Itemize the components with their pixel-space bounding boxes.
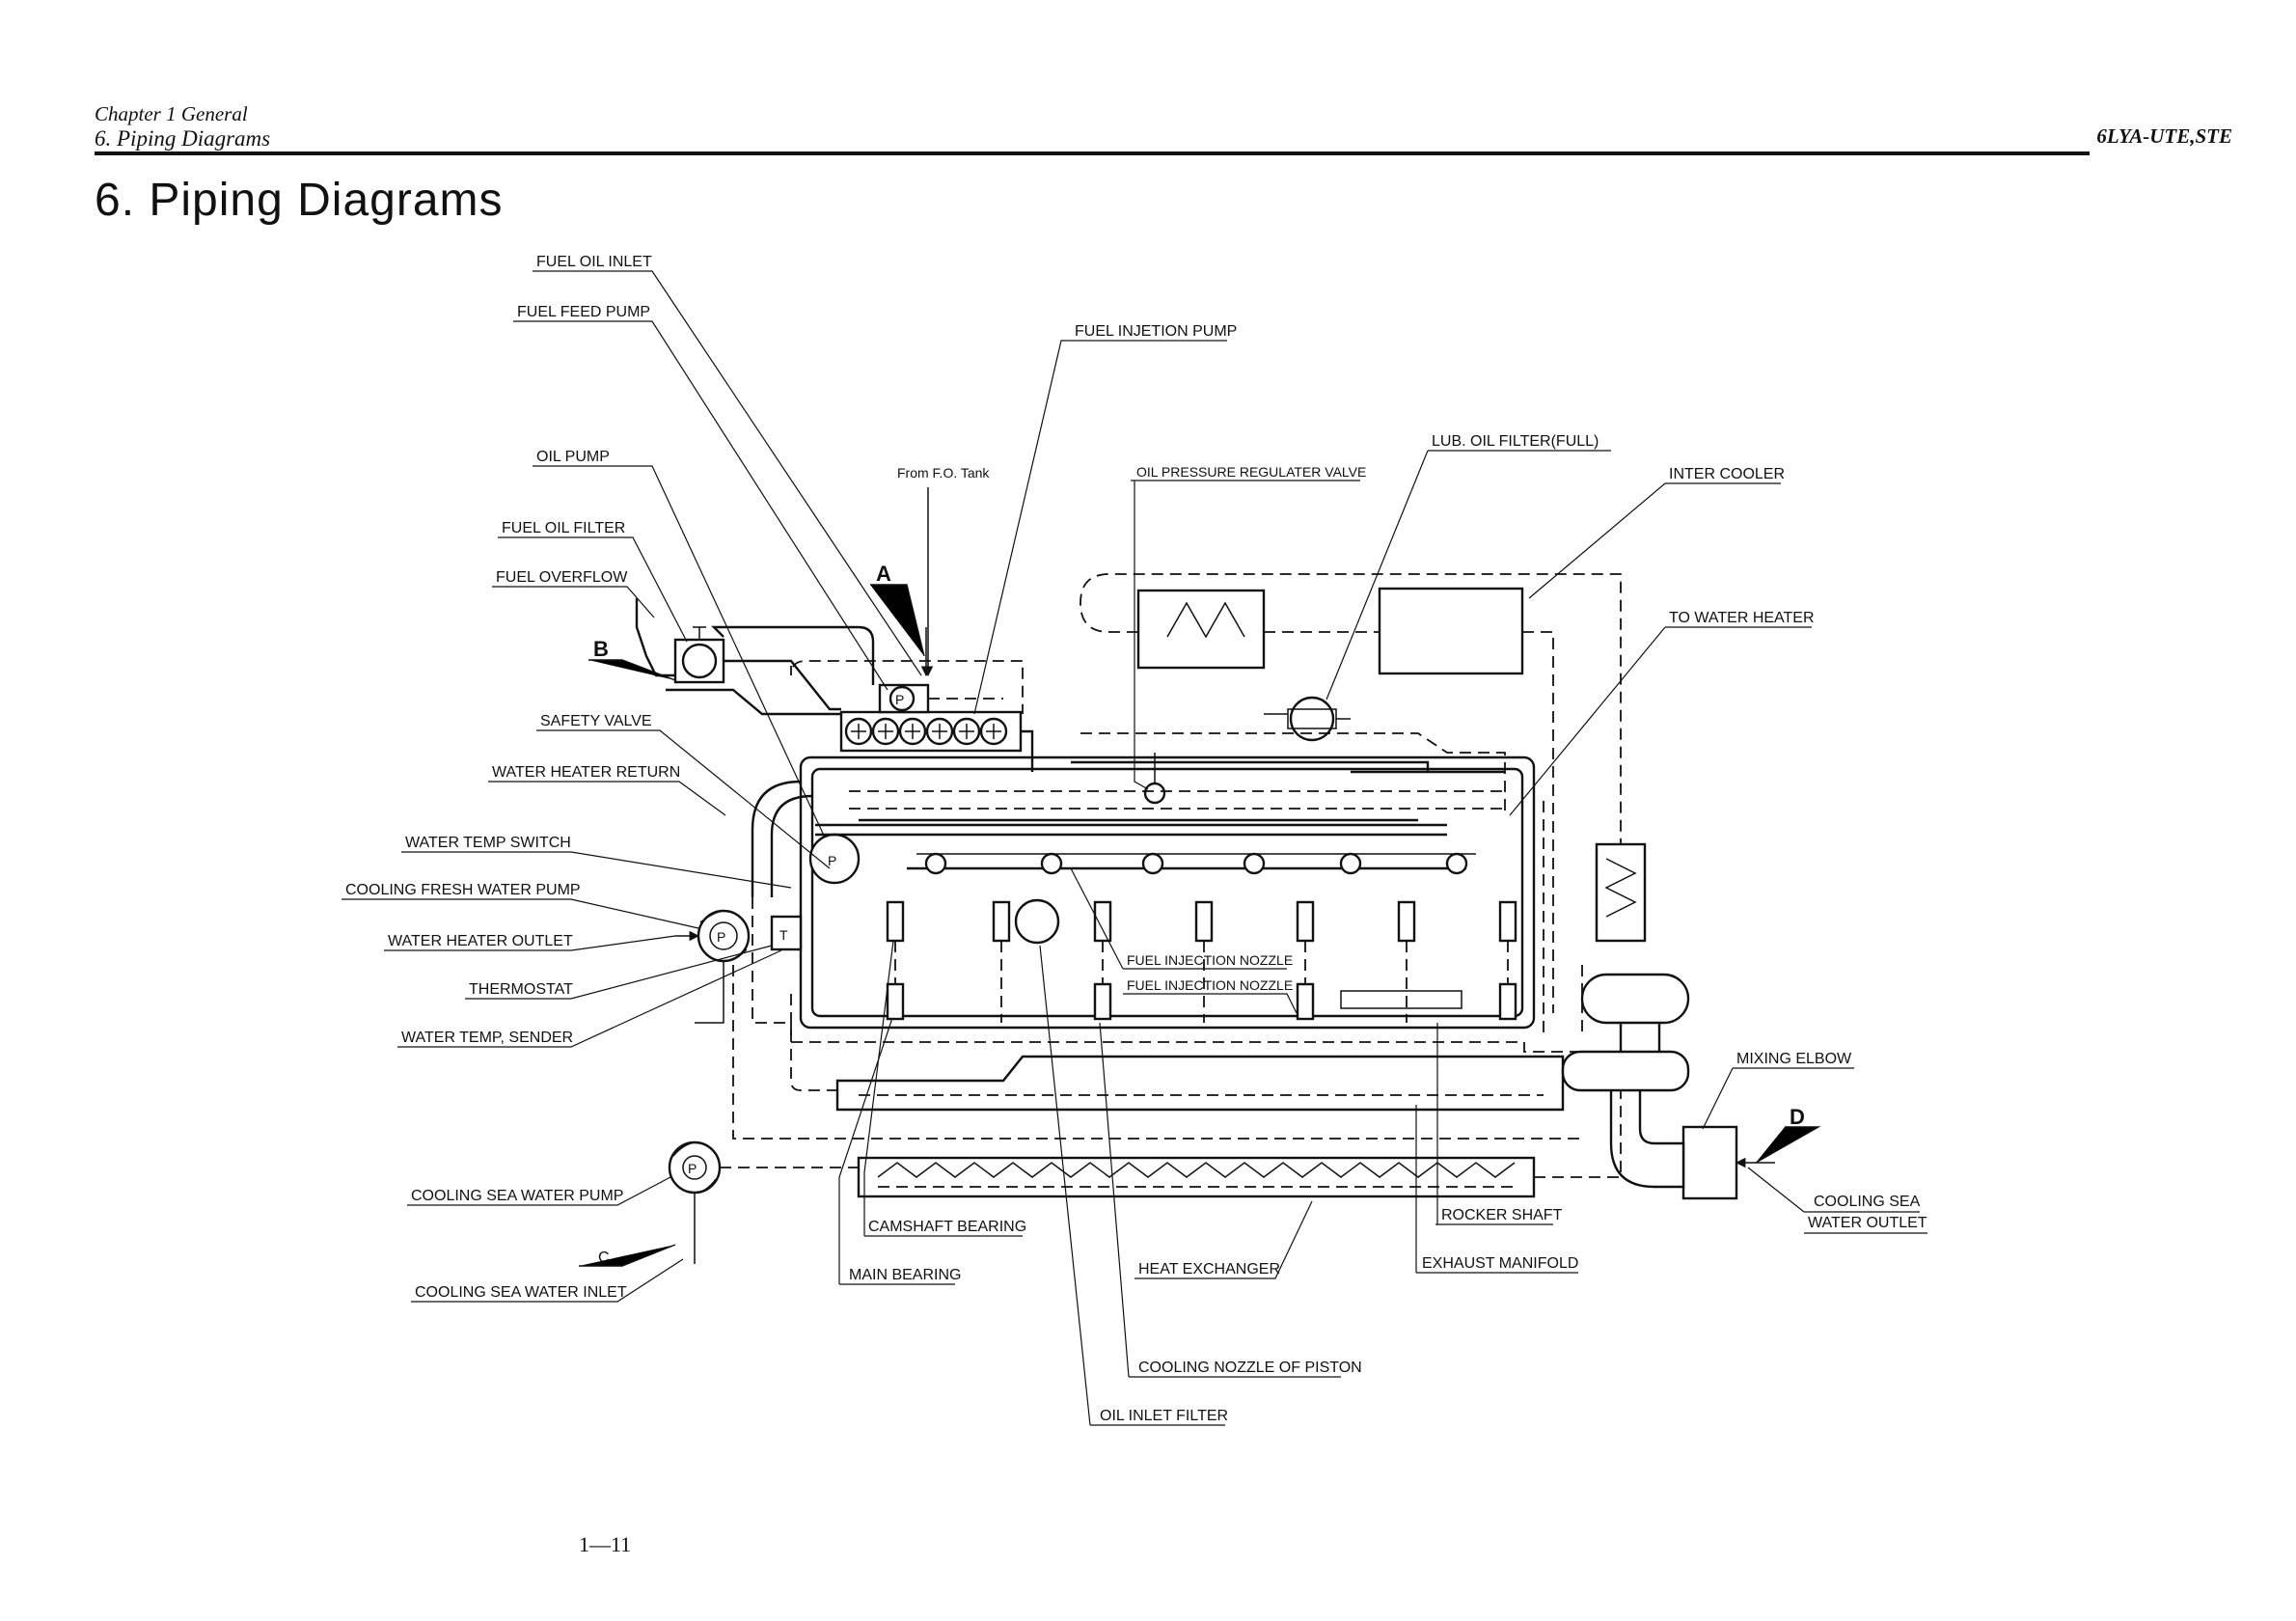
svg-text:ROCKER SHAFT: ROCKER SHAFT xyxy=(1441,1207,1563,1223)
svg-text:OIL INLET FILTER: OIL INLET FILTER xyxy=(1100,1408,1228,1424)
label-lub-oil-filter: LUB. OIL FILTER(FULL) xyxy=(1326,433,1611,701)
svg-text:WATER HEATER RETURN: WATER HEATER RETURN xyxy=(492,764,680,781)
sea-water-pump-letter: P xyxy=(688,1161,697,1176)
svg-text:OIL PUMP: OIL PUMP xyxy=(536,449,610,465)
svg-text:EXHAUST MANIFOLD: EXHAUST MANIFOLD xyxy=(1422,1255,1578,1272)
marker-c: C xyxy=(598,1250,610,1266)
thermostat-letter: T xyxy=(779,927,788,943)
engine-block xyxy=(751,756,1536,1030)
mixing-elbow xyxy=(1561,973,1738,1200)
label-from-fo-tank: From F.O. Tank xyxy=(897,465,990,677)
svg-text:COOLING FRESH WATER PUMP: COOLING FRESH WATER PUMP xyxy=(345,882,581,898)
model-name: 6LYA-UTE,STE xyxy=(2096,124,2232,148)
label-oil-pump: OIL PUMP xyxy=(533,449,826,838)
svg-text:COOLING SEA WATER PUMP: COOLING SEA WATER PUMP xyxy=(411,1188,623,1204)
label-fuel-oil-filter: FUEL OIL FILTER xyxy=(498,520,688,643)
label-water-heater-return: WATER HEATER RETURN xyxy=(488,764,726,816)
svg-text:TO WATER HEATER: TO WATER HEATER xyxy=(1669,610,1815,626)
label-to-water-heater: TO WATER HEATER xyxy=(1509,610,1815,816)
label-fuel-injection-nozzle-1: FUEL INJECTION NOZZLE xyxy=(1070,867,1293,970)
label-cooling-fresh-water-pump: COOLING FRESH WATER PUMP xyxy=(342,882,699,929)
label-heat-exchanger: HEAT EXCHANGER xyxy=(1134,1200,1313,1279)
marker-d: D xyxy=(1790,1105,1805,1129)
svg-text:From F.O. Tank: From F.O. Tank xyxy=(897,465,990,481)
svg-text:LUB. OIL FILTER(FULL): LUB. OIL FILTER(FULL) xyxy=(1432,433,1599,450)
water-heater-exchanger xyxy=(1595,842,1647,943)
svg-text:COOLING SEA WATER INLET: COOLING SEA WATER INLET xyxy=(415,1284,627,1301)
label-fuel-overflow: FUEL OVERFLOW xyxy=(492,569,655,618)
header-rule xyxy=(95,151,2090,155)
svg-text:WATER HEATER OUTLET: WATER HEATER OUTLET xyxy=(388,933,573,949)
svg-text:WATER TEMP, SENDER: WATER TEMP, SENDER xyxy=(401,1030,573,1046)
lub-oil-filter xyxy=(1264,696,1351,742)
label-exhaust-manifold: EXHAUST MANIFOLD xyxy=(1415,1105,1578,1274)
exhaust-manifold xyxy=(835,1055,1565,1112)
label-cooling-nozzle-of-piston: COOLING NOZZLE OF PISTON xyxy=(1099,1022,1362,1378)
chapter-title: Chapter 1 General xyxy=(95,102,248,125)
label-cooling-sea-water-outlet: COOLING SEA WATER OUTLET xyxy=(1747,1167,1927,1234)
label-water-heater-outlet: WATER HEATER OUTLET xyxy=(384,933,676,951)
svg-text:FUEL INJECTION NOZZLE: FUEL INJECTION NOZZLE xyxy=(1127,977,1293,993)
heat-exchanger xyxy=(857,1156,1536,1198)
label-inter-cooler: INTER COOLER xyxy=(1528,466,1785,599)
oil-pressure-regulator-valve xyxy=(1143,753,1166,805)
svg-text:FUEL OVERFLOW: FUEL OVERFLOW xyxy=(496,569,628,586)
section-title: 6. Piping Diagrams xyxy=(95,126,271,151)
label-water-temp-sender: WATER TEMP, SENDER xyxy=(397,949,782,1048)
inter-cooler xyxy=(1378,587,1524,675)
svg-text:INTER COOLER: INTER COOLER xyxy=(1669,466,1785,482)
label-oil-inlet-filter: OIL INLET FILTER xyxy=(1039,945,1228,1426)
svg-text:FUEL OIL FILTER: FUEL OIL FILTER xyxy=(502,520,625,536)
label-safety-valve: SAFETY VALVE xyxy=(536,713,831,869)
label-cooling-sea-water-inlet: COOLING SEA WATER INLET xyxy=(411,1258,684,1303)
fuel-oil-filter xyxy=(673,626,725,684)
svg-text:HEAT EXCHANGER: HEAT EXCHANGER xyxy=(1138,1261,1280,1278)
svg-text:MIXING ELBOW: MIXING ELBOW xyxy=(1736,1051,1852,1067)
marker-b: B xyxy=(593,637,609,661)
label-camshaft-bearing: CAMSHAFT BEARING xyxy=(863,940,1026,1237)
thermostat: T xyxy=(770,915,803,951)
svg-text:SAFETY VALVE: SAFETY VALVE xyxy=(540,713,652,729)
svg-text:MAIN BEARING: MAIN BEARING xyxy=(849,1267,961,1283)
water-heater-loop xyxy=(1080,573,1622,1013)
label-fuel-injection-nozzle-2: FUEL INJECTION NOZZLE xyxy=(1123,977,1298,1014)
cylinder-row xyxy=(886,852,1517,1023)
oil-pump-letter: P xyxy=(828,853,836,868)
svg-text:CAMSHAFT BEARING: CAMSHAFT BEARING xyxy=(868,1219,1026,1235)
label-fuel-feed-pump: FUEL FEED PUMP xyxy=(513,304,888,691)
cooling-sea-water-pump: P xyxy=(668,1090,1775,1264)
label-thermostat: THERMOSTAT xyxy=(465,945,773,1000)
label-fuel-oil-inlet: FUEL OIL INLET xyxy=(533,254,922,676)
svg-text:THERMOSTAT: THERMOSTAT xyxy=(469,981,573,998)
svg-text:COOLING NOZZLE OF PISTON: COOLING NOZZLE OF PISTON xyxy=(1138,1360,1362,1376)
svg-text:FUEL INJECTION NOZZLE: FUEL INJECTION NOZZLE xyxy=(1127,952,1293,968)
label-mixing-elbow: MIXING ELBOW xyxy=(1702,1051,1854,1130)
svg-text:OIL PRESSURE REGULATER VALVE: OIL PRESSURE REGULATER VALVE xyxy=(1136,464,1366,480)
label-cooling-sea-water-pump: COOLING SEA WATER PUMP xyxy=(407,1176,671,1206)
fuel-injection-pump xyxy=(839,710,1023,753)
svg-text:WATER TEMP SWITCH: WATER TEMP SWITCH xyxy=(405,835,571,851)
fuel-feed-pump-letter: P xyxy=(895,692,904,707)
label-main-bearing: MAIN BEARING xyxy=(838,1017,961,1285)
label-water-temp-switch: WATER TEMP SWITCH xyxy=(401,835,792,889)
svg-text:FUEL OIL INLET: FUEL OIL INLET xyxy=(536,254,652,270)
svg-text:WATER OUTLET: WATER OUTLET xyxy=(1808,1215,1927,1231)
label-rocker-shaft: ROCKER SHAFT xyxy=(1435,1023,1563,1225)
label-fuel-injection-pump: FUEL INJETION PUMP xyxy=(973,323,1237,715)
page-number: 1—11 xyxy=(579,1532,632,1556)
page-title: 6. Piping Diagrams xyxy=(95,175,504,226)
svg-text:FUEL FEED PUMP: FUEL FEED PUMP xyxy=(517,304,650,320)
fresh-water-pump-letter: P xyxy=(717,929,725,945)
svg-text:COOLING SEA: COOLING SEA xyxy=(1814,1194,1921,1210)
svg-text:FUEL INJETION PUMP: FUEL INJETION PUMP xyxy=(1075,323,1237,340)
oil-gallery xyxy=(815,732,1506,870)
label-oil-pressure-valve: OIL PRESSURE REGULATER VALVE xyxy=(1131,464,1366,790)
marker-a: A xyxy=(876,562,891,586)
